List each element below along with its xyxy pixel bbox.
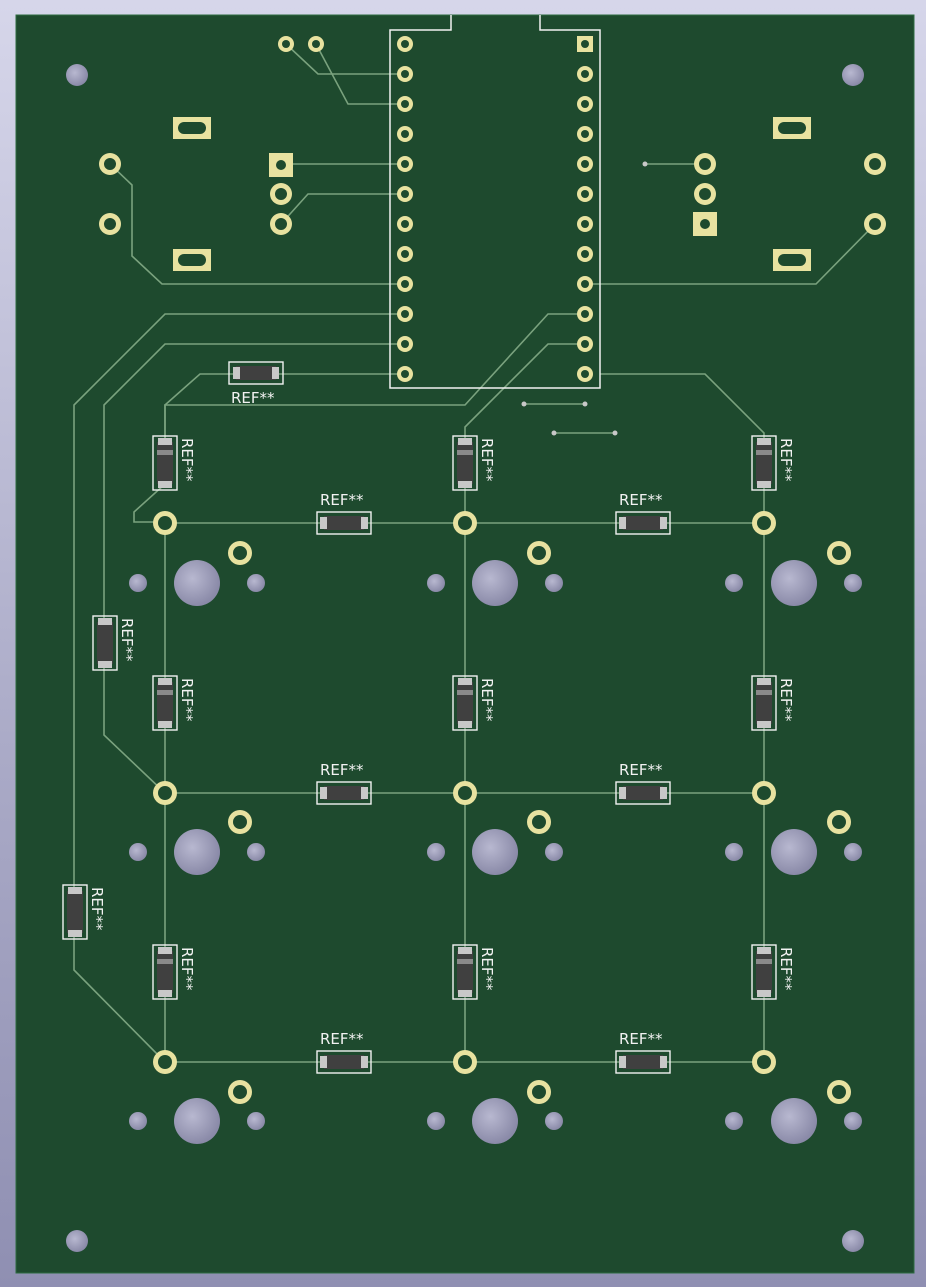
diode-c1r2: REF**	[152, 675, 196, 731]
ref-label: REF**	[619, 761, 663, 779]
diode-c3r1: REF**	[751, 435, 795, 491]
switch-r2c1	[129, 781, 265, 875]
diode-c2r1: REF**	[452, 435, 496, 491]
switch-r1c2	[427, 511, 563, 606]
diode-c3r2: REF**	[751, 675, 795, 731]
switch-r3c1	[129, 1050, 265, 1144]
ref-label: REF**	[320, 491, 364, 509]
mounting-hole-bottom-right	[842, 1230, 864, 1252]
ref-label: REF**	[178, 678, 196, 722]
encoder-right	[693, 117, 886, 271]
switch-grid	[129, 511, 862, 1144]
ref-label: REF**	[88, 887, 106, 931]
ref-label: REF**	[478, 438, 496, 482]
diode-c2r3: REF**	[452, 944, 496, 1000]
mounting-hole-top-left	[66, 64, 88, 86]
diode-c3r3: REF**	[751, 944, 795, 1000]
resistor-row3-a: REF**	[316, 1030, 372, 1074]
ref-label: REF**	[320, 761, 364, 779]
ref-label: REF**	[231, 389, 275, 407]
ref-label: REF**	[478, 678, 496, 722]
switch-r3c3	[725, 1050, 862, 1144]
resistor-row3-b: REF**	[615, 1030, 671, 1074]
switch-r1c1	[129, 511, 265, 606]
mcu-footprint	[389, 15, 601, 389]
resistor-row1-b: REF**	[615, 491, 671, 535]
ref-label: REF**	[178, 438, 196, 482]
resistor-row1-a: REF**	[316, 491, 372, 535]
resistor-left-lower: REF**	[62, 884, 106, 940]
vias	[521, 161, 648, 436]
switch-r1c3	[725, 511, 862, 606]
mounting-hole-bottom-left	[66, 1230, 88, 1252]
ref-label: REF**	[320, 1030, 364, 1048]
ref-label: REF**	[777, 678, 795, 722]
switch-r3c2	[427, 1050, 563, 1144]
encoder-left	[99, 117, 293, 271]
diode-c2r2: REF**	[452, 675, 496, 731]
diode-c1r3: REF**	[152, 944, 196, 1000]
resistor-top-mid: REF**	[228, 361, 284, 407]
mounting-holes	[66, 64, 864, 1252]
ref-label: REF**	[777, 947, 795, 991]
diode-c1r1: REF**	[152, 435, 196, 491]
resistor-row2-a: REF**	[316, 761, 372, 805]
mounting-hole-top-right	[842, 64, 864, 86]
ref-label: REF**	[118, 618, 136, 662]
header-2pin-top	[278, 36, 324, 52]
ref-label: REF**	[619, 1030, 663, 1048]
ref-label: REF**	[178, 947, 196, 991]
ref-label: REF**	[478, 947, 496, 991]
switch-r2c3	[725, 781, 862, 875]
ref-label: REF**	[619, 491, 663, 509]
switch-r2c2	[427, 781, 563, 875]
ref-label: REF**	[777, 438, 795, 482]
resistor-row2-b: REF**	[615, 761, 671, 805]
resistor-left-upper: REF**	[92, 615, 136, 671]
